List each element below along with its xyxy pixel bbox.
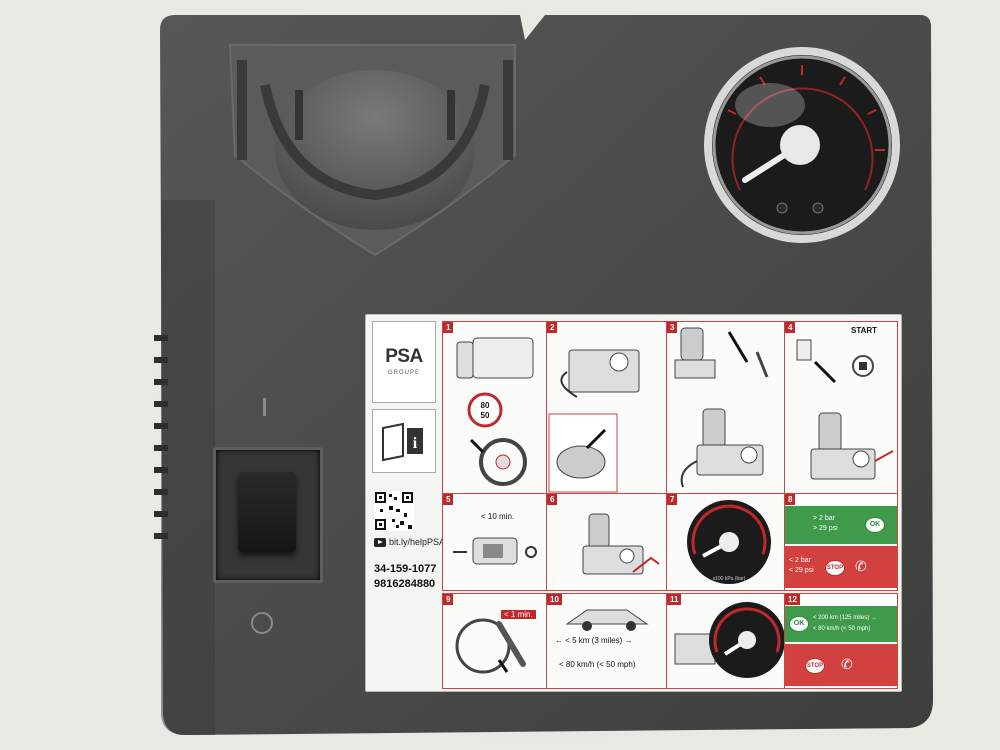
step-8-panel: 8 > 2 bar > 29 psi OK < 2 bar < 29 psi S…	[784, 493, 898, 591]
step-12-distance: < 200 km (125 miles) →	[813, 615, 877, 621]
side-vent-grille	[154, 335, 168, 539]
book-info-icon: i	[372, 409, 436, 473]
reference-number-2: 9816284880	[374, 578, 436, 590]
step-1-panel: 1 80 50	[442, 321, 548, 495]
step-number: 9	[443, 594, 454, 605]
step-10-distance: ← < 5 km (3 miles) →	[555, 636, 633, 645]
start-label: START	[851, 326, 878, 335]
sealant-kit-illustration: 80 50	[456, 337, 534, 486]
step-number: 8	[785, 494, 796, 505]
pressure-dial-illustration: x100 kPa (bar)	[687, 500, 771, 584]
step-4-inflate-panel	[784, 391, 898, 494]
step-5-panel: 5 < 10 min.	[442, 493, 548, 591]
step-3-panel: 3	[666, 321, 786, 393]
step-6-panel: 6	[546, 493, 668, 591]
reference-number-1: 34-159-1077	[374, 563, 437, 575]
step-10-speed: < 80 km/h (< 50 mph)	[559, 660, 636, 669]
inflating-tire-illustration	[582, 513, 660, 575]
cup-holder-recess	[228, 44, 516, 257]
step-number: 7	[667, 494, 678, 505]
recheck-pressure-illustration	[674, 602, 785, 678]
pressure-gauge	[704, 47, 900, 243]
step-number: 10	[547, 594, 562, 605]
qr-code-icon	[374, 491, 414, 531]
psa-logo: PSA GROUPE	[372, 321, 436, 403]
switch-on-illustration	[453, 537, 537, 565]
drive-ok-zone: OK < 200 km (125 miles) → < 80 km/h (< 5…	[785, 606, 897, 642]
attach-bottle-illustration	[674, 327, 769, 379]
drive-car-illustration	[565, 609, 649, 631]
ok-pressure-bar: > 2 bar	[813, 515, 835, 522]
help-link: bit.ly/helpPSA	[374, 537, 445, 547]
remove-hose-illustration	[455, 618, 526, 674]
video-play-icon	[374, 537, 386, 547]
step-7-panel: 7 x100 kPa (bar)	[666, 493, 786, 591]
power-rocker-switch[interactable]	[238, 472, 296, 552]
speed-limit-top: 80	[481, 401, 490, 410]
ok-badge: OK	[789, 616, 809, 632]
help-url: bit.ly/helpPSA	[389, 537, 446, 547]
power-switch-frame	[213, 447, 323, 583]
connect-compressor-illustration	[548, 349, 640, 493]
phone-tow-icon: ✆	[841, 656, 853, 672]
step-5-time-limit: < 10 min.	[481, 512, 515, 521]
step-number: 4	[785, 322, 796, 333]
compressor-running-illustration	[810, 412, 894, 480]
step-12-panel: 12 OK < 200 km (125 miles) → < 80 km/h (…	[784, 593, 898, 689]
step-number: 3	[667, 322, 678, 333]
step-number: 11	[667, 594, 682, 605]
step-number: 6	[547, 494, 558, 505]
step-4-panel: 4 START	[784, 321, 898, 393]
instruction-label: PSA GROUPE i bit.ly/helpPSA 34-159-1077 …	[365, 314, 902, 692]
step-number: 2	[547, 322, 558, 333]
stop-pressure-bar: < 2 bar	[789, 557, 811, 564]
step-3-inflate-panel	[666, 391, 786, 494]
step-10-panel: 10 ← < 5 km (3 miles) → < 80 km/h (< 50 …	[546, 593, 668, 689]
brand-subtitle: GROUPE	[387, 370, 420, 376]
step-11-panel: 11	[666, 593, 786, 689]
svg-text:i: i	[413, 435, 418, 452]
gauge-unit-label: x100 kPa (bar)	[713, 576, 746, 582]
step-number: 1	[443, 322, 454, 333]
stop-badge: STOP	[805, 658, 825, 674]
ok-badge: OK	[865, 517, 885, 533]
brand-name: PSA	[385, 346, 423, 367]
compressor-illustration	[680, 408, 764, 488]
pressure-ok-zone: > 2 bar > 29 psi OK	[785, 506, 897, 544]
step-9-panel: 9 < 1 min.	[442, 593, 548, 689]
plug-and-start-illustration	[796, 339, 874, 384]
drive-stop-zone: STOP ✆	[785, 644, 897, 686]
step-12-speed: < 80 km/h (< 50 mph)	[813, 626, 871, 632]
step-9-time-limit: < 1 min.	[501, 610, 536, 619]
stop-pressure-psi: < 29 psi	[789, 567, 814, 574]
phone-tow-icon: ✆	[855, 558, 867, 574]
power-off-indicator	[251, 612, 273, 634]
speed-limit-bottom: 50	[481, 411, 490, 420]
stop-badge: STOP	[825, 560, 845, 576]
step-2-panel: 2	[546, 321, 668, 495]
step-number: 12	[785, 594, 800, 605]
pressure-stop-zone: < 2 bar < 29 psi STOP ✆	[785, 546, 897, 588]
step-number: 5	[443, 494, 454, 505]
ok-pressure-psi: > 29 psi	[813, 525, 838, 532]
power-on-indicator	[263, 398, 266, 416]
